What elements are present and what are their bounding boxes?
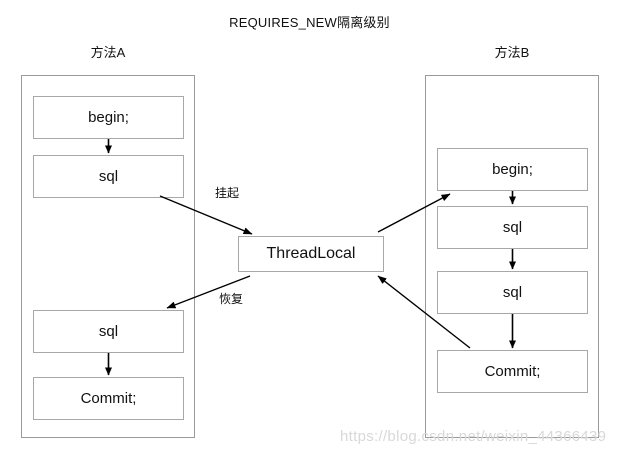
lane-title-method-b: 方法B (494, 45, 530, 60)
step-box-method-a-sql-2: sql (33, 310, 184, 353)
lane-title-method-a: 方法A (90, 45, 126, 60)
page-title: REQUIRES_NEW隔离级别 (229, 15, 390, 30)
watermark-text: https://blog.csdn.net/weixin_44366439 (340, 428, 607, 445)
step-box-method-a-begin: begin; (33, 96, 184, 139)
step-box-method-b-commit: Commit; (437, 350, 588, 393)
step-box-method-a-commit: Commit; (33, 377, 184, 420)
step-box-method-b-sql-1: sql (437, 206, 588, 249)
edge-label-suspend: 挂起 (215, 186, 240, 200)
step-box-method-a-sql-1: sql (33, 155, 184, 198)
step-box-method-b-begin: begin; (437, 148, 588, 191)
threadlocal-node: ThreadLocal (238, 236, 384, 272)
step-box-method-b-sql-2: sql (437, 271, 588, 314)
edge-label-resume: 恢复 (219, 292, 244, 306)
